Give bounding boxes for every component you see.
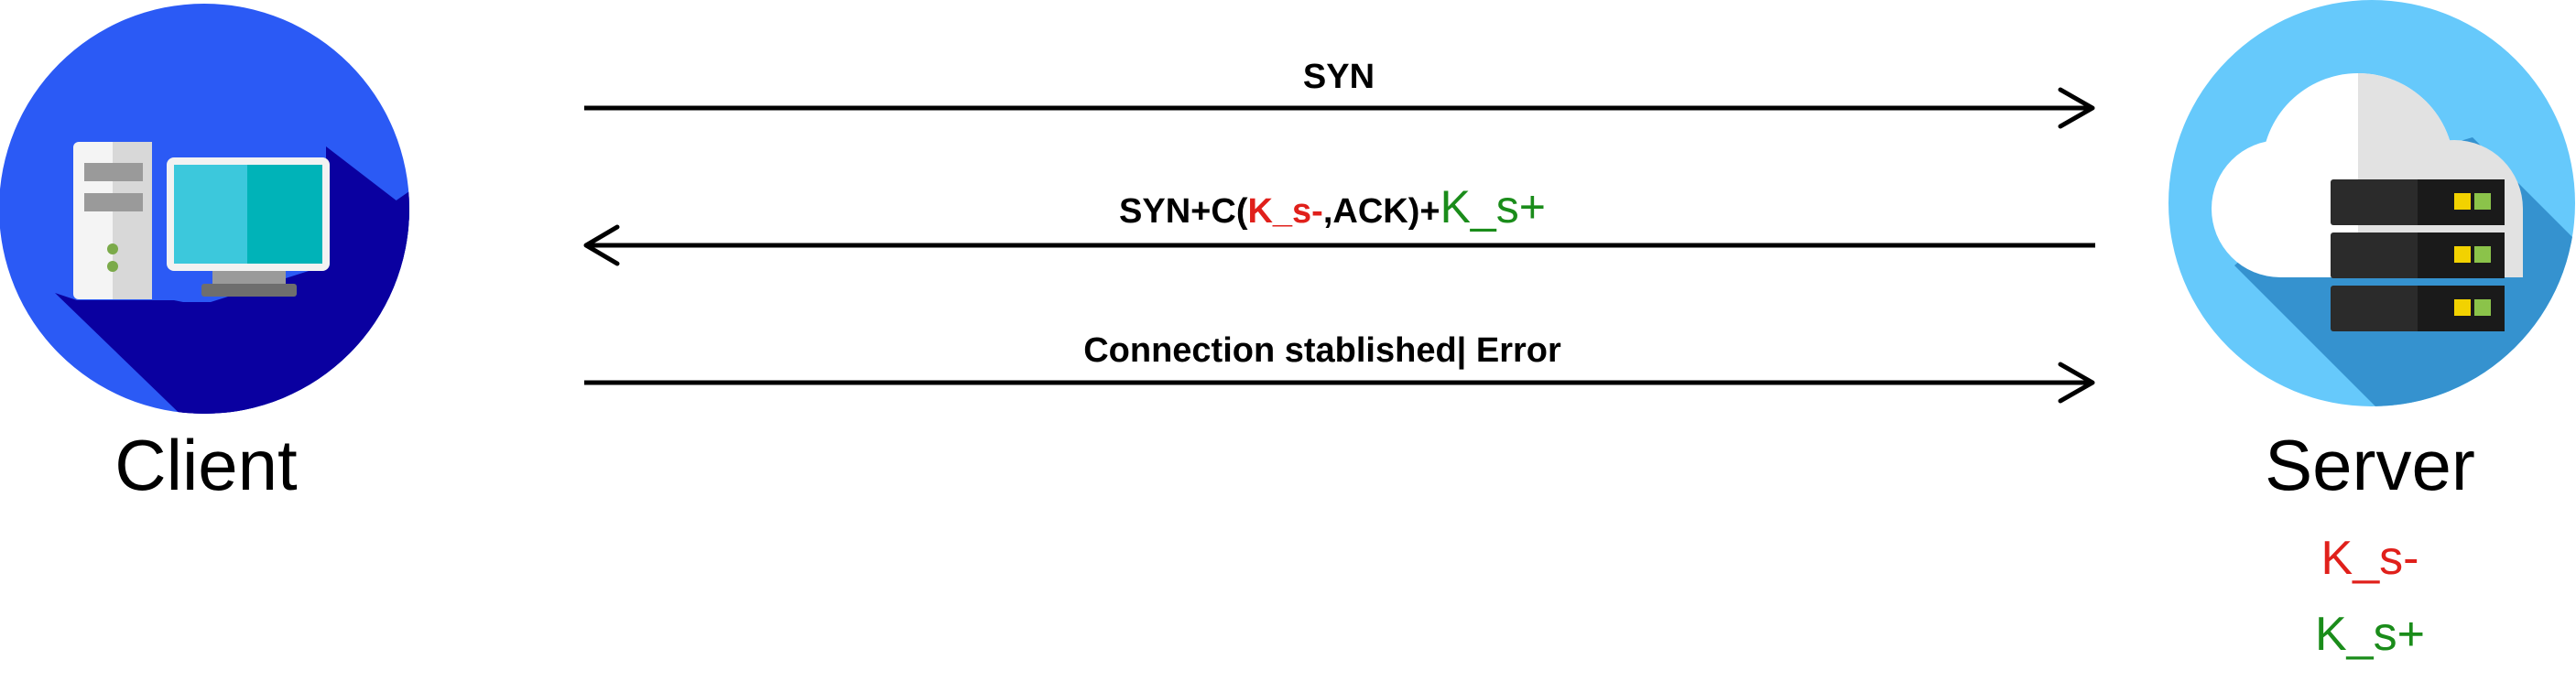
client-label: Client	[114, 425, 298, 505]
server-label: Server	[2265, 425, 2475, 505]
syn-label: SYN	[1303, 58, 1375, 96]
server-private-key: K_s-	[2321, 532, 2419, 585]
cloud-server-icon	[2168, 0, 2575, 406]
synack-mid: ,ACK)+	[1323, 192, 1440, 231]
synack-private-key: K_s-	[1247, 192, 1322, 231]
desktop-computer-icon	[0, 4, 409, 414]
synack-public-key: K_s+	[1440, 181, 1546, 232]
syn-message: SYN	[584, 58, 2095, 129]
synack-prefix: SYN+C(	[1119, 192, 1248, 231]
synack-label: SYN+C(K_s-,ACK)+K_s+	[1119, 181, 1546, 232]
server-public-key: K_s+	[2315, 608, 2425, 661]
result-label: Connection stablished| Error	[1083, 331, 1561, 370]
server-rack	[2331, 179, 2505, 331]
synack-message: SYN+C(K_s-,ACK)+K_s+	[583, 181, 2095, 266]
result-message: Connection stablished| Error	[584, 331, 2095, 404]
